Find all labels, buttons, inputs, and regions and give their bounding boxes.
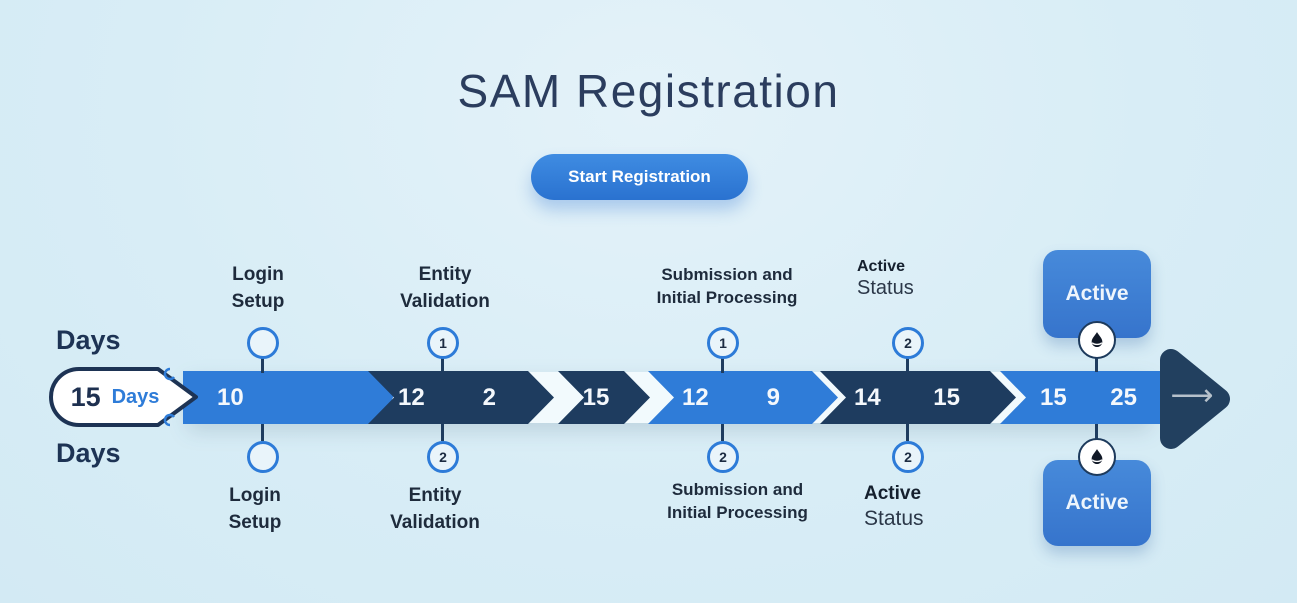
station-node-submission-bottom: 2 (707, 441, 739, 473)
station-stem (1095, 354, 1098, 372)
droplet-icon (1091, 332, 1103, 347)
droplet-icon (1091, 449, 1103, 464)
segment-value: 9 (766, 383, 780, 411)
station-stem (261, 357, 264, 373)
active-card-label: Active (1065, 491, 1129, 514)
segment-value: 15 (582, 383, 610, 411)
station-stem (721, 424, 724, 441)
label-status: Status (857, 277, 914, 300)
station-stem (441, 357, 444, 373)
segment-value: 15 (933, 383, 960, 411)
label-active-status-bottom: Active Status (864, 483, 924, 531)
station-stem (721, 357, 724, 373)
station-node-active-bottom: 2 (892, 441, 924, 473)
timeline-segment-5: 14 15 (820, 371, 1016, 424)
start-registration-button[interactable]: Start Registration (531, 154, 748, 200)
label-entity-validation-top: Entity Validation (400, 264, 490, 312)
station-node-validation-bottom: 2 (427, 441, 459, 473)
segment-value: 14 (854, 383, 881, 411)
start-pill-shape (49, 367, 198, 427)
station-stem (441, 424, 444, 441)
timeline-end-arrowhead (1160, 349, 1230, 449)
segment-value: 25 (1110, 383, 1137, 411)
timeline-segment-6: 15 25 (1000, 371, 1163, 424)
station-stem (906, 357, 909, 373)
pill-curl-bottom-icon (163, 413, 175, 427)
pill-curl-top-icon (163, 367, 175, 381)
station-stem (906, 424, 909, 441)
active-card-label: Active (1065, 282, 1129, 305)
page-title: SAM Registration (457, 65, 840, 117)
station-node-active-top: 2 (892, 327, 924, 359)
station-node-submission-top: 1 (707, 327, 739, 359)
days-label-top: Days (56, 325, 121, 355)
label-active: Active (857, 258, 906, 275)
label-active-status-top: Active Status (857, 257, 914, 300)
label-login-setup-top: Login Setup (231, 264, 285, 312)
segment-value: 10 (217, 383, 244, 411)
label-status: Status (864, 506, 924, 530)
label-entity-validation-bottom: Entity Validation (390, 485, 480, 533)
station-node-validation-top: 1 (427, 327, 459, 359)
station-stem (1095, 424, 1098, 440)
start-pill: 15 Days (62, 371, 168, 424)
segment-value: 12 (398, 383, 425, 411)
label-submission-top: Submission and Initial Processing (656, 265, 798, 307)
segment-value: 15 (1040, 383, 1067, 411)
label-active: Active (864, 483, 922, 504)
station-stem (261, 424, 264, 441)
label-login-setup-bottom: Login Setup (228, 485, 282, 533)
active-badge-top (1078, 321, 1116, 359)
station-node-login-top (247, 327, 279, 359)
label-submission-bottom: Submission and Initial Processing (667, 480, 808, 522)
station-node-login-bottom (247, 441, 279, 473)
timeline-segment-2: 12 2 (368, 371, 554, 424)
segment-value: 2 (482, 383, 496, 411)
segment-value: 12 (682, 383, 709, 411)
timeline-segment-4: 12 9 (648, 371, 838, 424)
start-pill-unit: Days (111, 386, 160, 408)
arrow-right-icon: ⟶ (1170, 379, 1214, 412)
days-label-bottom: Days (56, 438, 121, 468)
active-badge-bottom (1078, 438, 1116, 476)
start-pill-value: 15 (70, 382, 101, 412)
